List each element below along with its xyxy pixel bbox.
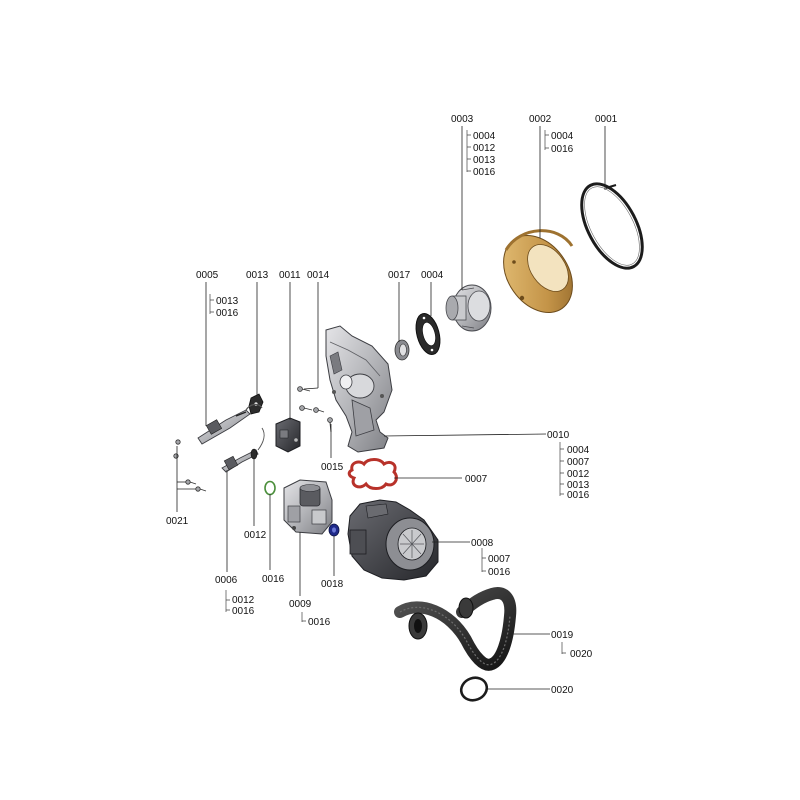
part-0016-green-oring: [264, 480, 276, 496]
label-0019: 0019: [551, 630, 574, 641]
leader-lines: [176, 126, 606, 690]
part-0018-blue-seal: [328, 523, 340, 537]
label-0001: 0001: [595, 114, 618, 125]
label-0005-sub-0016: 0016: [216, 308, 239, 319]
part-0014-screws: [297, 386, 325, 413]
label-0010-sub-0012: 0012: [567, 469, 590, 480]
label-0002-sub-0016: 0016: [551, 144, 574, 155]
label-0003-sub-0013: 0013: [473, 155, 496, 166]
part-0005-ignition-electrode: [197, 403, 263, 445]
part-0017-round-gasket: [394, 339, 410, 361]
label-0008: 0008: [471, 538, 494, 549]
label-0003-sub-0012: 0012: [473, 143, 496, 154]
part-0009-gas-valve: [283, 479, 333, 535]
label-0006-sub-0012: 0012: [232, 595, 255, 606]
label-0015: 0015: [321, 462, 344, 473]
label-0003-sub-0016: 0016: [473, 167, 496, 178]
part-0020-oring: [459, 676, 489, 702]
part-0010-burner-housing: [325, 325, 393, 453]
part-0002-brass-ring: [503, 229, 574, 313]
label-0003-sub-0004: 0004: [473, 131, 496, 142]
sub-part-brackets: [209, 130, 566, 654]
label-0019-sub-0020: 0020: [570, 649, 593, 660]
label-0005: 0005: [196, 270, 219, 281]
label-0010-sub-0004: 0004: [567, 445, 590, 456]
label-0012: 0012: [244, 530, 267, 541]
label-0017: 0017: [388, 270, 411, 281]
label-0010-sub-0013: 0013: [567, 480, 590, 491]
part-0001-sealing-ring: [580, 182, 644, 270]
part-0011-ignition-unit: [275, 417, 301, 453]
label-0021: 0021: [166, 516, 189, 527]
label-0008-sub-0016: 0016: [488, 567, 511, 578]
part-0007-red-gasket: [347, 458, 398, 490]
label-0011: 0011: [279, 270, 301, 281]
label-0018: 0018: [321, 579, 344, 590]
label-0010-sub-0016: 0016: [567, 490, 590, 501]
part-0021-screws: [173, 439, 207, 492]
label-0002-sub-0004: 0004: [551, 131, 574, 142]
label-0006: 0006: [215, 575, 238, 586]
label-0006-sub-0016: 0016: [232, 606, 255, 617]
label-0003: 0003: [451, 114, 474, 125]
label-0004: 0004: [421, 270, 444, 281]
label-0016: 0016: [262, 574, 285, 585]
label-0007: 0007: [465, 474, 488, 485]
label-0008-sub-0007: 0007: [488, 554, 511, 565]
label-0009-sub-0016: 0016: [308, 617, 331, 628]
part-0019-air-hose: [394, 587, 517, 671]
part-0006-ionisation-electrode: [221, 427, 265, 473]
label-0014: 0014: [307, 270, 330, 281]
part-0015-screw: [327, 417, 333, 433]
part-0004-gasket: [415, 313, 441, 355]
part-0012-gasket: [250, 448, 258, 460]
label-0002: 0002: [529, 114, 552, 125]
label-0020: 0020: [551, 685, 574, 696]
part-labels: 0001 0002 0004 0016 0003 0004 0012 0013 …: [166, 114, 618, 696]
part-0008-fan-blower: [347, 499, 439, 581]
label-0010-sub-0007: 0007: [567, 457, 590, 468]
label-0013: 0013: [246, 270, 269, 281]
label-0010: 0010: [547, 430, 570, 441]
part-0003-burner-head: [445, 284, 492, 332]
label-0005-sub-0013: 0013: [216, 296, 239, 307]
label-0009: 0009: [289, 599, 312, 610]
